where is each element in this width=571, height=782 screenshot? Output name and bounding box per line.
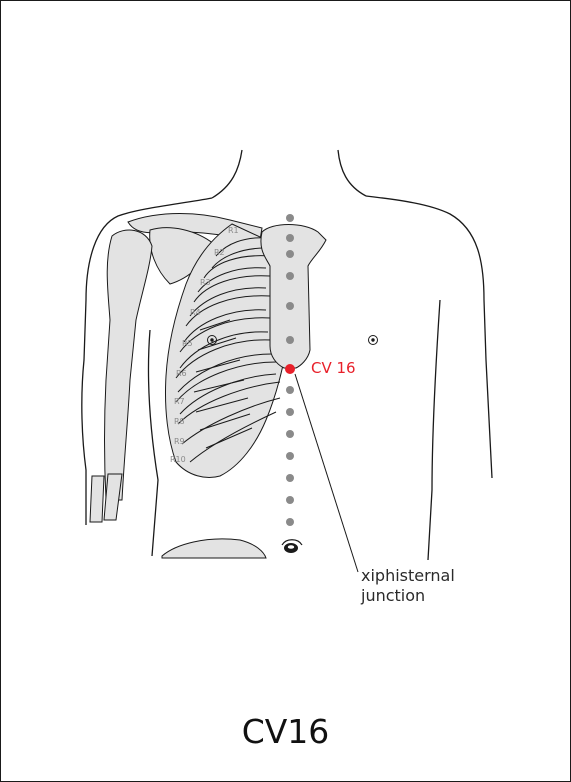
rib-label-8: R8 <box>174 417 185 426</box>
rib-label-3: R3 <box>200 278 211 287</box>
rib-label-7: R7 <box>174 397 185 406</box>
meridian-dot <box>286 214 294 222</box>
meridian-dot <box>286 474 294 482</box>
pelvis <box>162 539 266 558</box>
sternum <box>261 225 326 369</box>
rib-label-9: R9 <box>174 437 185 446</box>
acupoint-cv16-marker <box>285 364 295 374</box>
meridian-dot <box>286 386 294 394</box>
rib-label-5: R5 <box>182 339 193 348</box>
meridian-dot <box>286 518 294 526</box>
meridian-dot <box>286 496 294 504</box>
callout-leader-line <box>295 374 358 572</box>
navel <box>282 540 302 553</box>
meridian-dot <box>286 302 294 310</box>
meridian-dot <box>286 408 294 416</box>
meridian-dot <box>286 272 294 280</box>
meridian-dot <box>286 250 294 258</box>
skeleton <box>90 214 326 559</box>
forearm-bone-ulna <box>90 476 104 522</box>
right-nipple <box>369 336 378 345</box>
meridian-dot <box>286 234 294 242</box>
meridian-dot <box>286 452 294 460</box>
rib-label-6: R6 <box>176 369 187 378</box>
rib-label-1: R1 <box>228 226 239 235</box>
rib-label-2: R2 <box>214 248 225 257</box>
caption-title: CV16 <box>0 712 571 752</box>
meridian-dot <box>286 336 294 344</box>
callout-label: xiphisternal junction <box>361 566 455 606</box>
rib-label-4: R4 <box>190 308 201 317</box>
rib-label-10: R10 <box>170 455 186 464</box>
meridian-dot <box>286 430 294 438</box>
humerus <box>105 230 153 500</box>
acupoint-label: CV 16 <box>311 358 356 378</box>
